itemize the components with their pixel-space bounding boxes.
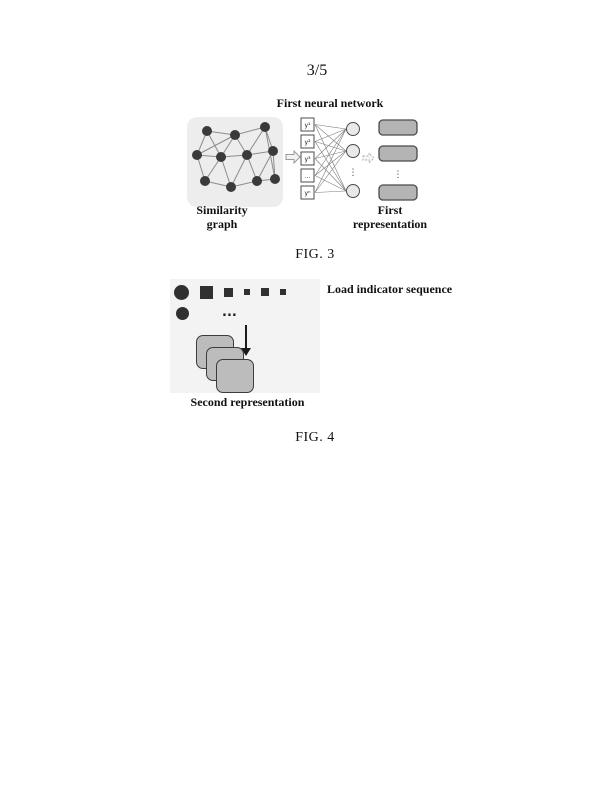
- first-representation-blocks: ⋮: [378, 119, 418, 201]
- load-indicator-shape-square: [280, 289, 286, 295]
- vector-label: yⁿ: [305, 190, 312, 197]
- load-indicator-shape-square: [261, 288, 269, 296]
- first-representation-label: First representation: [352, 203, 428, 231]
- flow-arrow-dashed-icon: [362, 152, 375, 164]
- representation-card: [216, 359, 254, 393]
- load-indicator-shape-circle: [176, 307, 189, 320]
- fig3-caption: FIG. 3: [295, 247, 335, 262]
- blocks-vertical-dots: ⋮: [394, 170, 403, 180]
- nn-connections: [314, 124, 347, 193]
- load-indicator-sequence: [174, 283, 286, 301]
- second-representation-label: Second representation: [190, 395, 305, 409]
- flow-arrow-icon: [285, 150, 301, 164]
- vector-labels: y¹ y² y³ ... yⁿ: [305, 122, 312, 197]
- fig3-drawing: y¹ y² y³ ... yⁿ ⋮ ⋮: [185, 115, 435, 210]
- neural-network: y¹ y² y³ ... yⁿ ⋮: [300, 117, 360, 200]
- page-number: 3/5: [306, 62, 328, 79]
- vector-boxes: [300, 117, 315, 200]
- vector-label: y¹: [305, 122, 312, 129]
- fig3-title: First neural network: [276, 96, 384, 110]
- vector-label: y²: [305, 139, 312, 146]
- load-indicator-shape-square: [224, 287, 233, 297]
- vector-label: y³: [305, 156, 312, 163]
- down-arrow-icon: [241, 325, 251, 356]
- load-indicator-shape-square: [244, 289, 250, 295]
- graph-nodes: [192, 122, 280, 192]
- neuron-nodes: [346, 122, 360, 198]
- fig4-caption: FIG. 4: [295, 430, 335, 445]
- similarity-graph: [187, 117, 283, 207]
- similarity-graph-label: Similarity graph: [196, 203, 248, 231]
- load-indicator-shape-square: [200, 285, 213, 299]
- fig4-drawing: ...: [170, 279, 320, 393]
- representation-block: [378, 119, 418, 201]
- sequence-ellipsis: ...: [222, 305, 237, 320]
- vector-label: ...: [305, 173, 311, 180]
- load-indicator-sequence-label: Load indicator sequence: [327, 282, 453, 296]
- load-indicator-shape-circle: [174, 284, 189, 300]
- neuron-vertical-dots: ⋮: [349, 168, 358, 178]
